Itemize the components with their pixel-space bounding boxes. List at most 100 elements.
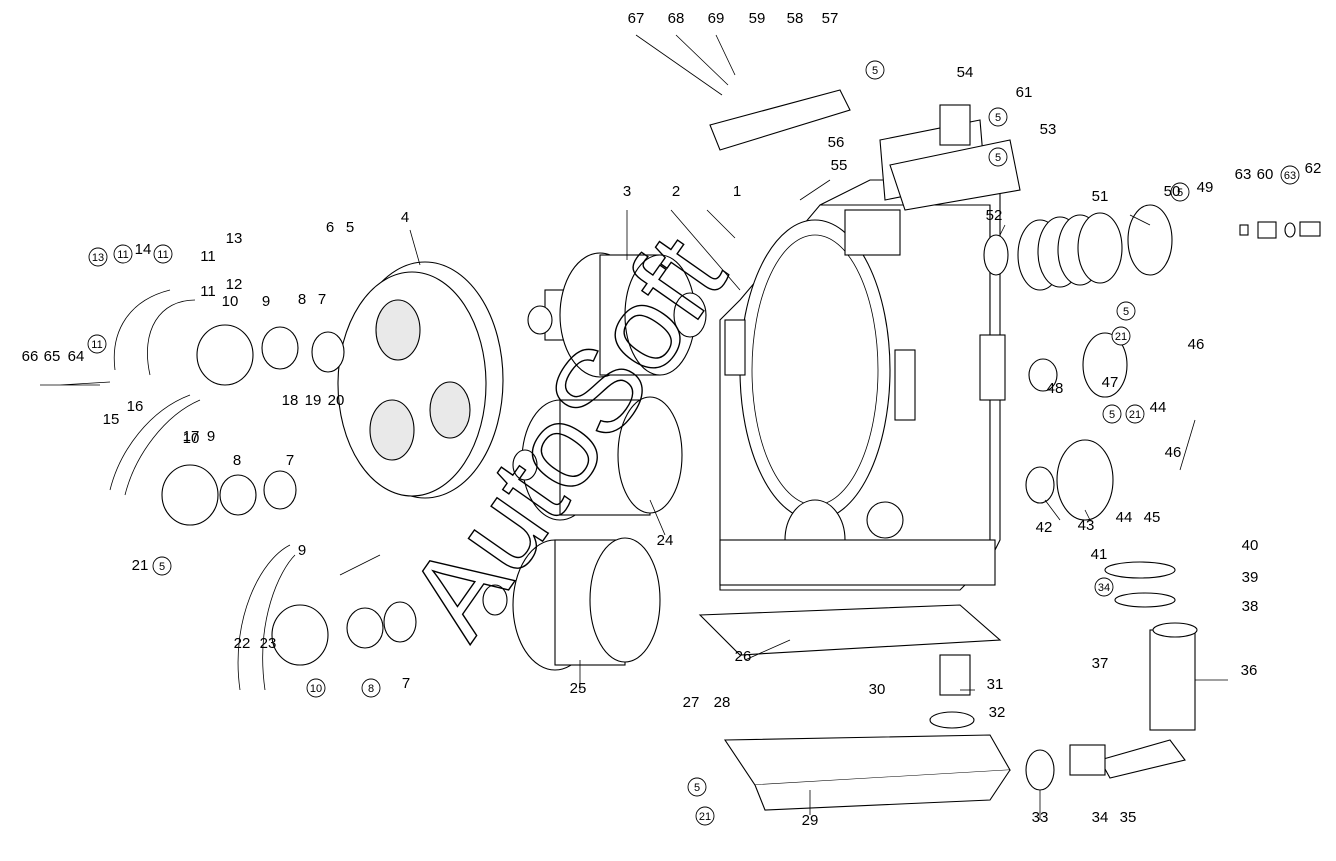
callout-label: 46 (1188, 336, 1205, 353)
callout-circle (1170, 182, 1190, 202)
transmission-housing (719, 179, 1006, 591)
callout-label: 22 (234, 635, 251, 652)
callout-label: 63 (1284, 170, 1296, 182)
callout-label: 34 (1092, 809, 1109, 826)
callout-label: 7 (318, 291, 326, 308)
callout-circle (113, 244, 133, 264)
callout-label: 61 (1016, 84, 1033, 101)
callout-label: 25 (570, 680, 587, 697)
callout-label: 21 (132, 557, 149, 574)
callout-label: 39 (1242, 569, 1259, 586)
callout-label: 36 (1241, 662, 1258, 679)
callout-circle (1102, 404, 1122, 424)
callout-label: 53 (1040, 121, 1057, 138)
callout-label: 55 (831, 157, 848, 174)
callout-circle (88, 247, 108, 267)
callout-label: 37 (1092, 655, 1109, 672)
callout-label: 57 (822, 10, 839, 27)
callout-label: 27 (683, 694, 700, 711)
callout-label: 11 (91, 339, 102, 351)
clutch-pack-24 (512, 396, 683, 521)
callout-label: 8 (368, 683, 374, 695)
breather-fittings (1239, 221, 1321, 239)
callout-label: 64 (68, 348, 85, 365)
clutch-pack-25 (482, 537, 661, 671)
callout-label: 34 (1098, 582, 1110, 594)
callout-label: 50 (1164, 183, 1181, 200)
callout-circle (865, 60, 885, 80)
callout-label: 5 (1123, 306, 1129, 318)
callout-label: 42 (1036, 519, 1053, 536)
callout-label: 7 (286, 452, 294, 469)
callout-label: 28 (714, 694, 731, 711)
callout-label: 21 (699, 811, 711, 823)
callout-label: 56 (828, 134, 845, 151)
callout-label: 40 (1242, 537, 1259, 554)
callout-label: 5 (346, 219, 354, 236)
callout-label: 5 (159, 561, 165, 573)
callout-label: 33 (1032, 809, 1049, 826)
callout-label: 30 (869, 681, 886, 698)
callout-label: 47 (1102, 374, 1119, 391)
callout-label: 10 (222, 293, 239, 310)
callout-label: 26 (735, 648, 752, 665)
callout-label: 44 (1116, 509, 1133, 526)
callout-label: 41 (1091, 546, 1108, 563)
callout-label: 11 (157, 249, 168, 261)
callout-label: 45 (1144, 509, 1161, 526)
callout-label: 9 (207, 428, 215, 445)
callout-label: 67 (628, 10, 645, 27)
callout-label: 3 (623, 183, 631, 200)
callout-label: 4 (401, 209, 409, 226)
right-side-components (983, 204, 1173, 521)
callout-label: 60 (1257, 166, 1274, 183)
callout-label: 19 (305, 392, 322, 409)
callout-label: 13 (92, 252, 104, 264)
callout-label: 62 (1305, 160, 1322, 177)
callout-label: 32 (989, 704, 1006, 721)
callout-circle (1094, 577, 1114, 597)
callout-circle (988, 107, 1008, 127)
callout-label: 43 (1078, 517, 1095, 534)
callout-circle (1280, 165, 1300, 185)
callout-label: 21 (1129, 409, 1141, 421)
callout-label: 16 (127, 398, 144, 415)
callout-label: 69 (708, 10, 725, 27)
callout-label: 23 (260, 635, 277, 652)
callout-label: 58 (787, 10, 804, 27)
callout-label: 10 (183, 430, 200, 447)
callout-label: 11 (200, 283, 216, 300)
callout-label: 10 (310, 683, 322, 695)
callout-label: 13 (226, 230, 243, 247)
callout-label: 7 (402, 675, 410, 692)
callout-label: 5 (872, 65, 878, 77)
left-side-components (40, 289, 417, 691)
callout-label: 35 (1120, 809, 1137, 826)
callout-circle (1116, 301, 1136, 321)
callout-circle (361, 678, 381, 698)
callout-label: 8 (233, 452, 241, 469)
front-cover-plate (337, 261, 504, 499)
callout-label: 46 (1165, 444, 1182, 461)
clutch-pack-3 (527, 252, 707, 378)
callout-label: 6 (326, 219, 334, 236)
callout-circle (306, 678, 326, 698)
callout-label: 11 (117, 249, 128, 261)
callout-label: 63 (1235, 166, 1252, 183)
callout-label: 17 (183, 428, 200, 445)
callout-label: 51 (1092, 188, 1109, 205)
callout-label: 14 (135, 241, 152, 258)
callout-label: 31 (987, 676, 1004, 693)
callout-label: 68 (668, 10, 685, 27)
callout-label: 59 (749, 10, 766, 27)
callout-label: 5 (995, 152, 1001, 164)
top-valve-assembly (709, 89, 1021, 211)
callout-label: 52 (986, 207, 1003, 224)
callout-label: 1 (733, 183, 741, 200)
callout-circle (1125, 404, 1145, 424)
callout-label: 49 (1197, 179, 1214, 196)
callout-label: 9 (298, 542, 306, 559)
callout-label: 5 (694, 782, 700, 794)
callout-label: 9 (262, 293, 270, 310)
